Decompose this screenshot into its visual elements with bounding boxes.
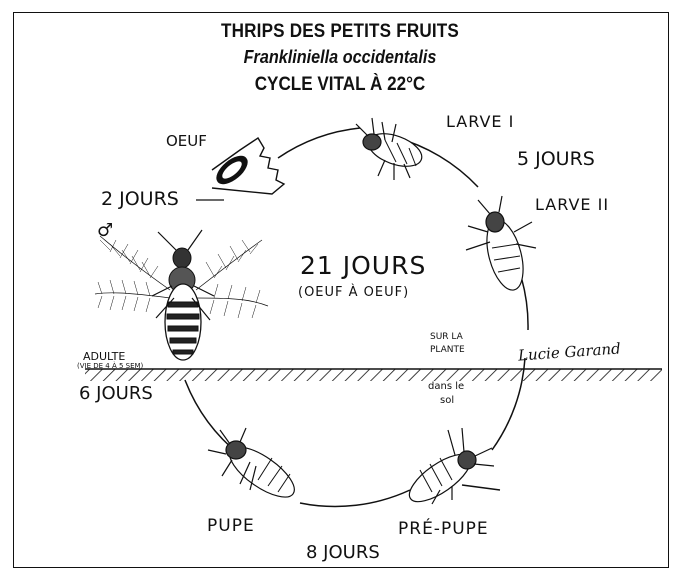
male-symbol: ♂ <box>97 222 113 240</box>
pupa-label: PUPE <box>207 518 255 535</box>
adult-lifespan-label: (VIE DE 4 À 5 SEM) <box>77 363 143 370</box>
prepupa-label: PRÉ-PUPE <box>398 521 489 538</box>
species-name: Frankliniella occidentalis <box>34 47 646 68</box>
larva-1-icon <box>356 118 426 180</box>
egg-duration-label: 2 JOURS <box>101 190 179 209</box>
diagram-title: THRIPS DES PETITS FRUITS <box>34 21 646 43</box>
adult-label: ADULTE <box>83 351 125 362</box>
prepupa-icon <box>402 428 494 510</box>
adult-duration-label: 6 JOURS <box>79 385 153 403</box>
cycle-subtitle: CYCLE VITAL À 22°C <box>34 74 646 96</box>
larva-duration-label: 5 JOURS <box>517 150 595 169</box>
egg-icon <box>212 138 284 194</box>
egg-label: OEUF <box>166 134 207 149</box>
larva-1-label: LARVE I <box>446 114 514 130</box>
on-plant-label-line2: PLANTE <box>430 346 465 355</box>
adult-thrips-icon <box>95 230 268 360</box>
larva-2-icon <box>466 196 536 294</box>
on-plant-label-line1: SUR LA <box>430 333 463 342</box>
in-soil-label-line1: dans le <box>428 382 464 392</box>
soil-hatching <box>85 369 662 381</box>
egg-to-egg-label: (OEUF À OEUF) <box>298 286 409 299</box>
total-duration-label: 21 JOURS <box>300 253 426 278</box>
pupa-duration-label: 8 JOURS <box>306 544 380 562</box>
in-soil-label-line2: sol <box>440 396 454 406</box>
larva-2-label: LARVE II <box>535 197 609 213</box>
